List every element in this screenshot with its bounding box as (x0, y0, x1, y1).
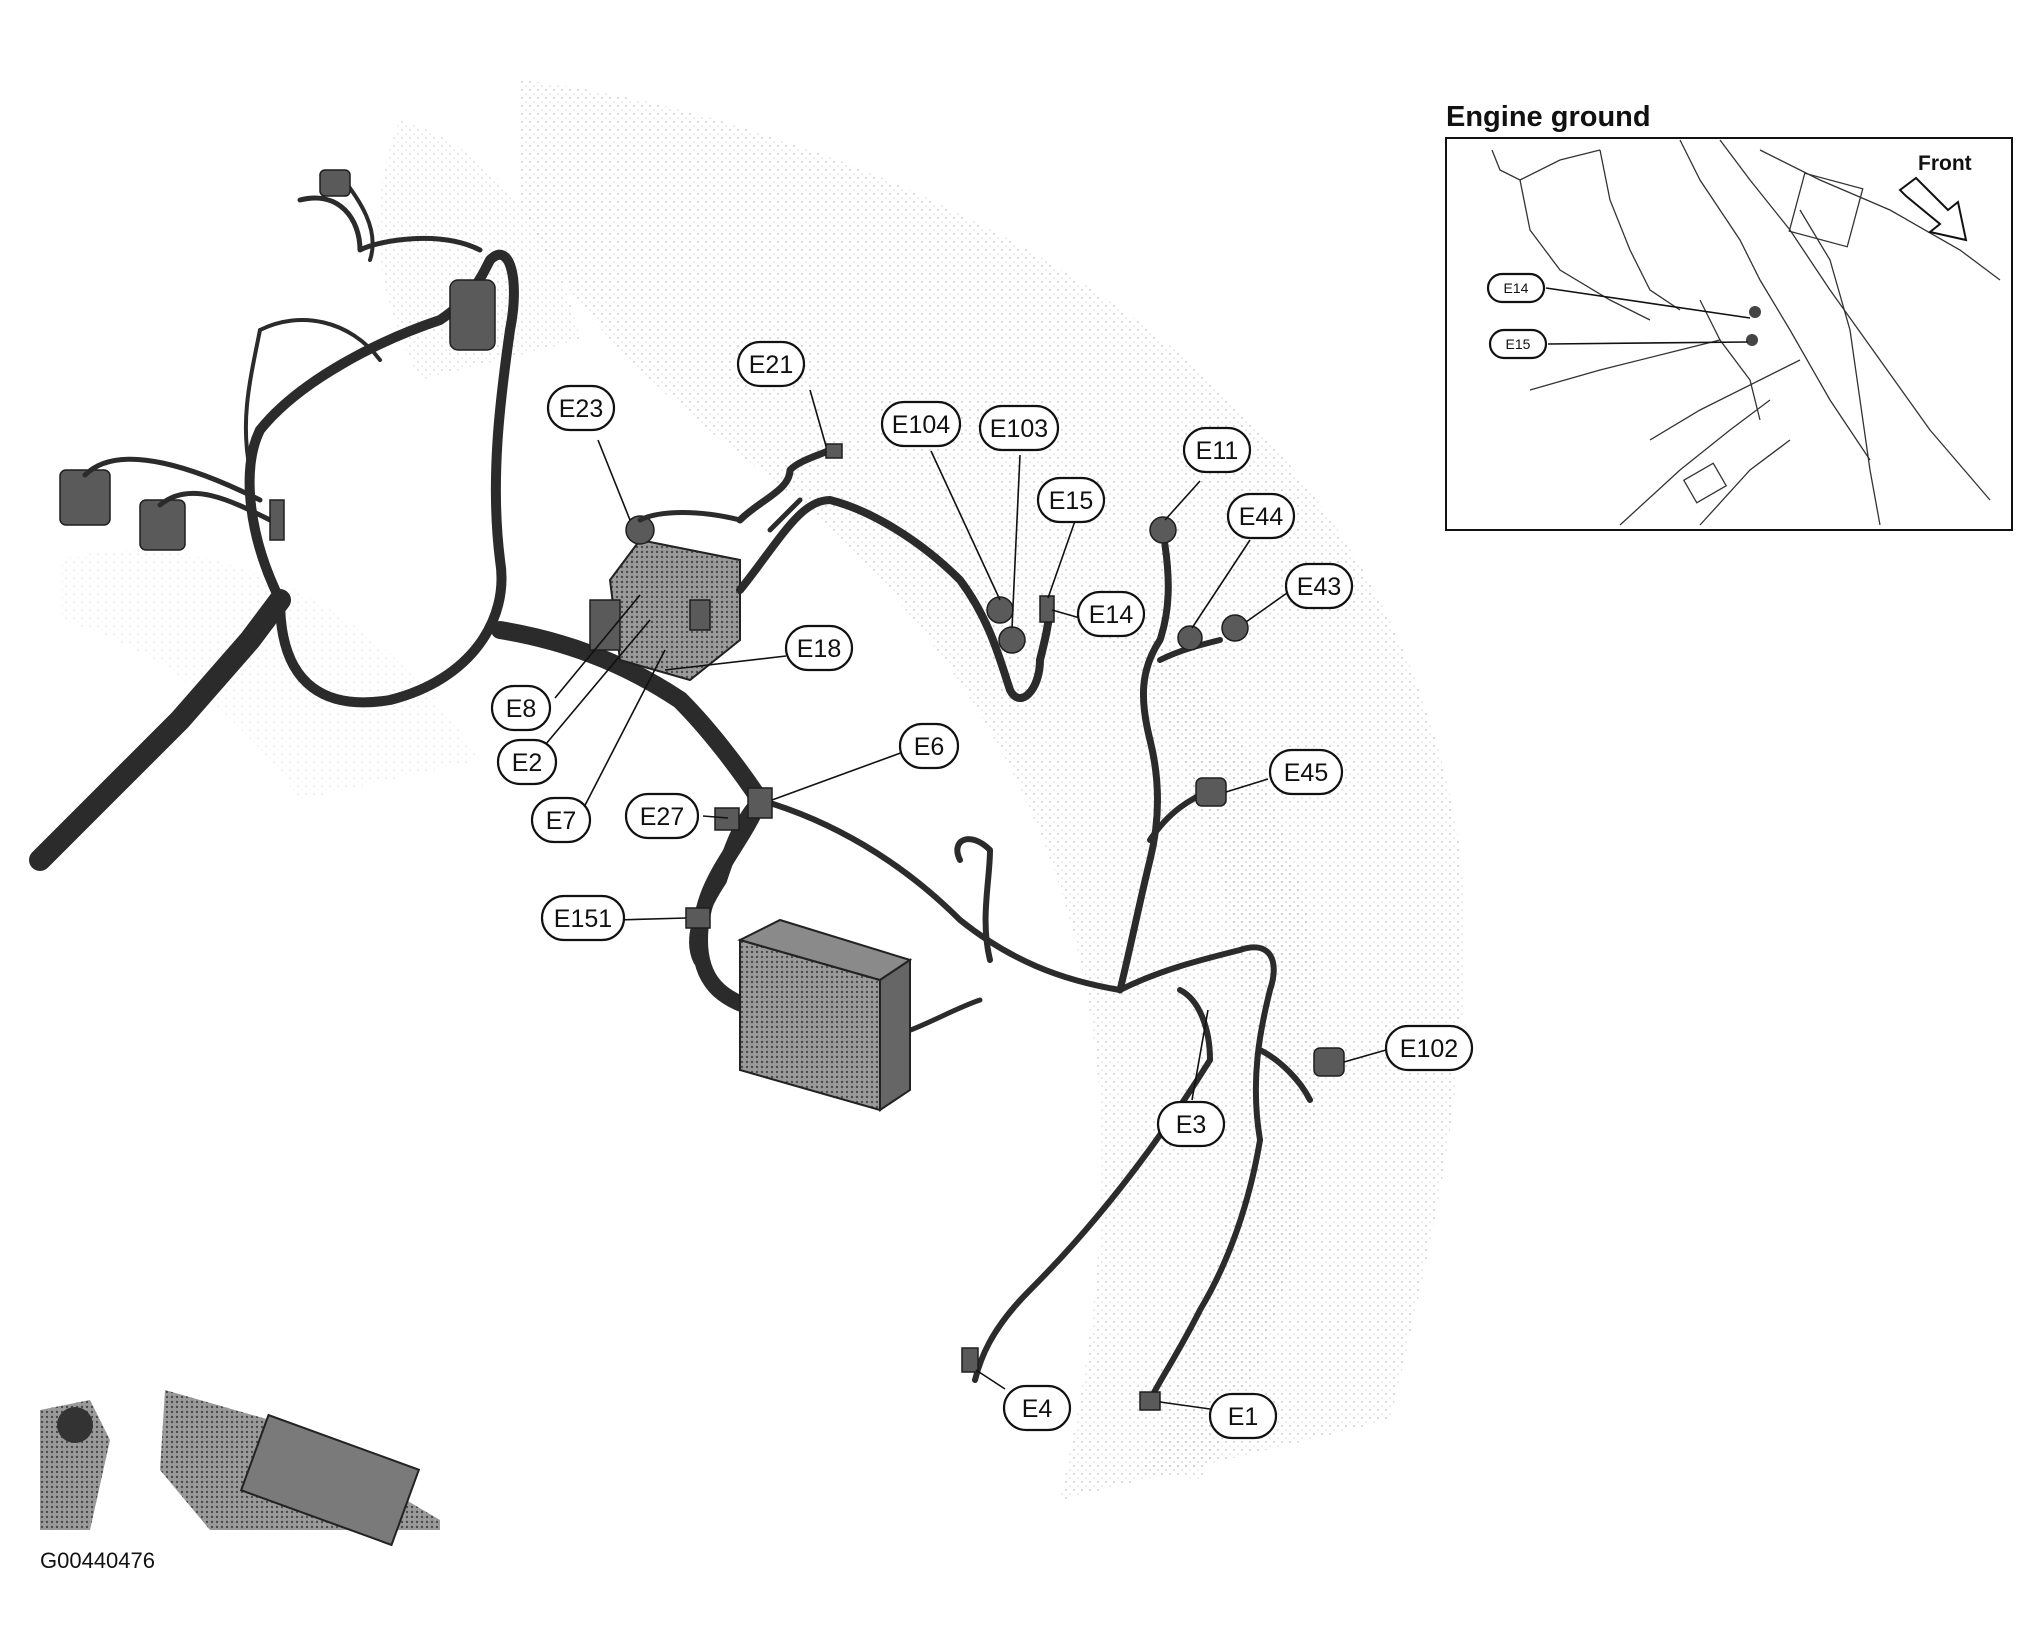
svg-text:E6: E6 (914, 733, 945, 761)
callout-e27: E27 (624, 792, 700, 840)
inset-title: Engine ground (1446, 101, 1651, 133)
front-label: Front (1918, 152, 1972, 175)
callout-e23: E23 (546, 384, 616, 432)
callout-e1: E1 (1208, 1392, 1278, 1440)
svg-text:E104: E104 (892, 411, 950, 439)
svg-text:E14: E14 (1089, 601, 1134, 629)
svg-text:E45: E45 (1284, 759, 1328, 787)
svg-text:E1: E1 (1228, 1403, 1259, 1431)
upper-loop-harness (243, 169, 519, 708)
e21-connector-shape (825, 443, 843, 459)
harness-connector-left-1 (59, 469, 111, 526)
bottom-left-engine-detail (40, 1390, 440, 1547)
e102-connector-shape (1313, 1047, 1345, 1077)
svg-text:E151: E151 (554, 905, 612, 933)
harness-branch-e21 (637, 443, 843, 533)
svg-text:E3: E3 (1176, 1111, 1207, 1139)
svg-text:E18: E18 (797, 635, 841, 663)
callout-e8: E8 (490, 684, 552, 732)
callout-e102: E102 (1384, 1024, 1474, 1072)
e27-connector-shape (714, 807, 740, 831)
callout-e104: E104 (880, 400, 962, 448)
callout-e11: E11 (1182, 426, 1252, 474)
e4-connector-shape (961, 1347, 979, 1373)
callout-e4: E4 (1002, 1384, 1072, 1432)
e43-connector-shape (1221, 614, 1249, 642)
callout-e14: E14 (1076, 590, 1146, 638)
harness-connector-left-2 (139, 499, 186, 551)
svg-text:E23: E23 (559, 395, 603, 423)
harness-e6-e27-e151 (685, 787, 773, 967)
e45-connector-shape (1195, 777, 1227, 807)
svg-text:E43: E43 (1297, 573, 1341, 601)
e103-connector-shape (998, 626, 1026, 654)
e151-connector-shape (685, 907, 711, 929)
svg-text:E21: E21 (749, 351, 793, 379)
svg-text:E102: E102 (1400, 1035, 1458, 1063)
callout-e45: E45 (1268, 748, 1344, 796)
left-harness-trunk (29, 456, 291, 871)
harness-branch-e104 (736, 496, 1055, 702)
callout-e3: E3 (1156, 1100, 1226, 1148)
svg-text:E8: E8 (506, 695, 537, 723)
inset-structure-drawing (1491, 139, 2001, 526)
svg-text:E103: E103 (990, 415, 1048, 443)
svg-text:E15: E15 (1049, 487, 1093, 515)
svg-text:E7: E7 (546, 807, 577, 835)
callout-e15: E15 (1036, 476, 1106, 524)
callout-e6: E6 (898, 722, 960, 770)
svg-text:E2: E2 (512, 749, 543, 777)
leader-lines (534, 389, 1387, 1410)
svg-text:E44: E44 (1239, 503, 1284, 531)
e11-connector-shape (1149, 516, 1177, 544)
svg-text:E27: E27 (640, 803, 684, 831)
callout-e2: E2 (496, 738, 558, 786)
callout-e18: E18 (784, 624, 854, 672)
svg-text:E15: E15 (1506, 336, 1531, 352)
svg-text:E11: E11 (1196, 437, 1239, 465)
e44-connector-shape (1177, 625, 1203, 651)
callout-e43: E43 (1284, 562, 1354, 610)
figure-id: G00440476 (40, 1548, 155, 1573)
front-arrow-icon (1898, 176, 1968, 242)
callout-e151: E151 (540, 894, 626, 942)
callout-e21: E21 (736, 340, 806, 388)
harness-connector-clip (269, 499, 285, 541)
battery-junction-box (737, 918, 913, 1112)
callout-e103: E103 (978, 404, 1060, 452)
callout-e44: E44 (1226, 492, 1296, 540)
harness-connector-top-2 (449, 279, 496, 351)
engine-ground-inset: Engine ground Front E14 (1445, 101, 2013, 531)
harness-connector-top-1 (319, 169, 351, 197)
svg-text:E4: E4 (1022, 1395, 1053, 1423)
svg-text:E14: E14 (1504, 280, 1529, 296)
inset-callout-e14: E14 (1486, 272, 1546, 304)
relay-block (589, 515, 741, 682)
inset-callout-e15: E15 (1488, 328, 1548, 360)
e6-connector-shape (747, 787, 773, 819)
e104-connector-shape (986, 596, 1014, 624)
callout-e7: E7 (530, 796, 592, 844)
e1-connector-shape (1139, 1391, 1161, 1411)
e15-ground-shape (1039, 595, 1055, 623)
